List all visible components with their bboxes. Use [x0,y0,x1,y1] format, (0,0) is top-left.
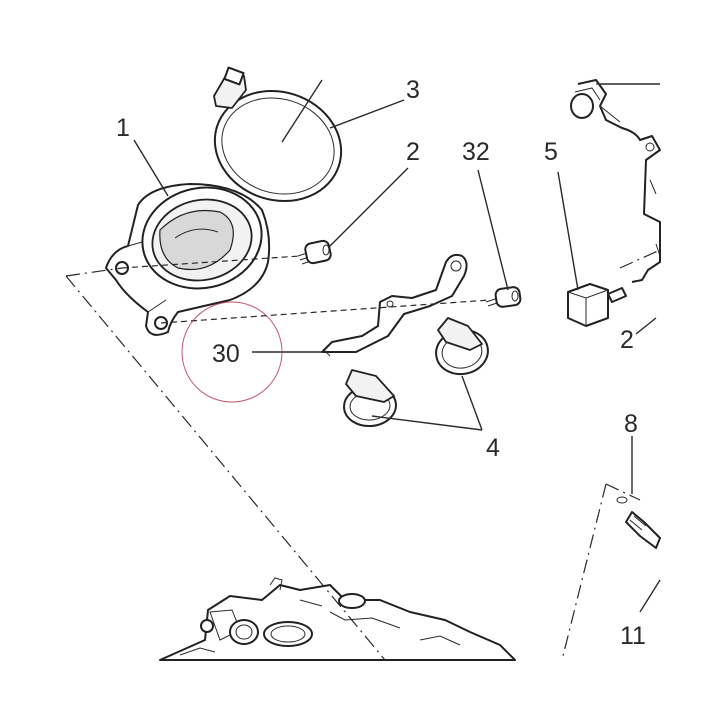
callout-30: 30 [212,340,240,368]
callout-1: 1 [116,114,130,142]
part-3-clamp-ring [213,66,343,203]
right-bracket-assembly [570,79,661,283]
part-32-screw [485,286,522,308]
callout-8: 8 [624,410,638,438]
callout-5: 5 [544,138,558,166]
callout-11: 11 [620,622,646,650]
callout-2-right: 2 [620,326,634,354]
callout-2-left: 2 [406,138,420,166]
part-5-sensor [567,283,627,327]
part-2-screw [297,239,332,265]
part-1-adapter [105,183,271,336]
leader-lines [133,79,661,613]
callout-3: 3 [406,76,420,104]
part-30-bracket [321,253,468,357]
callout-4: 4 [486,434,500,462]
part-8-sensor-fitting [616,496,661,549]
assembly-lines [65,249,661,661]
highlight-circle [181,301,283,403]
callout-32: 32 [462,138,490,166]
engine-head-block [159,577,516,661]
part-4-small-clamps [343,317,489,428]
